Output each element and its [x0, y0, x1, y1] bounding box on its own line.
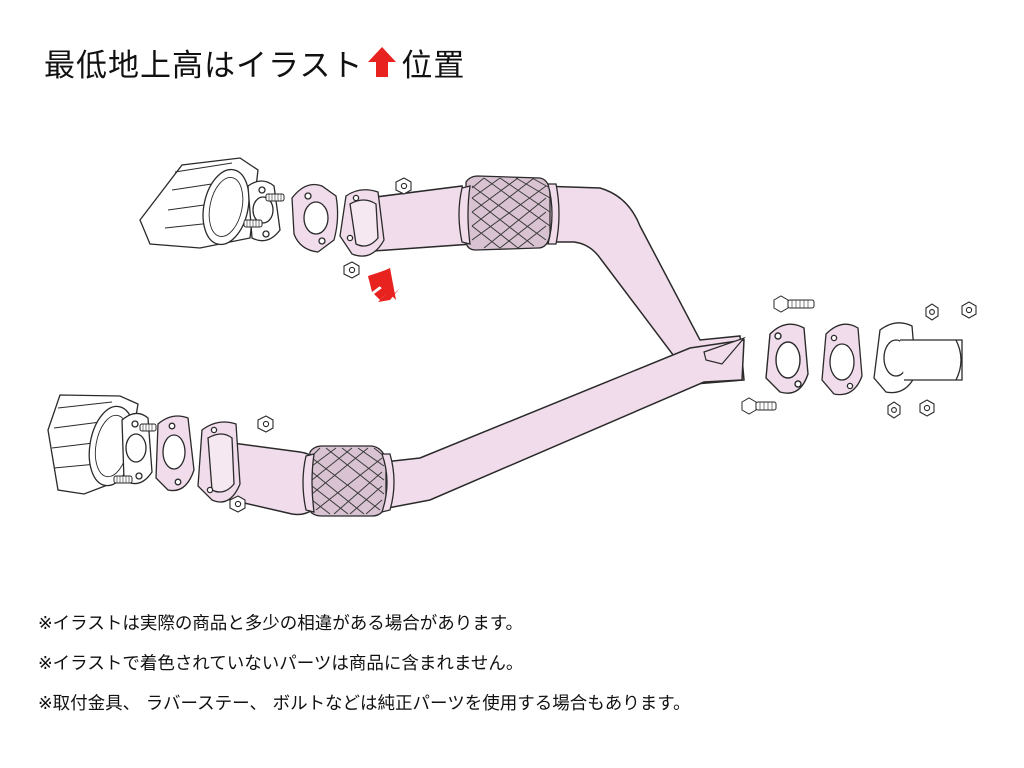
title-text-before: 最低地上高はイラスト: [44, 47, 364, 84]
red-up-arrow-icon: [367, 45, 397, 79]
upper-catalyst-pipe: [139, 157, 259, 249]
title-text-after: 位置: [401, 47, 466, 84]
note-item: ※イラストで着色されていないパーツは商品に含まれません。: [38, 654, 524, 674]
page-title: 最低地上高はイラスト 位置: [44, 40, 465, 84]
note-item: ※取付金具、 ラバーステー、 ボルトなどは純正パーツを使用する場合もあります。: [38, 694, 691, 714]
note-item: ※イラストは実際の商品と多少の相違がある場合があります。: [38, 614, 524, 634]
exhaust-front-pipe-diagram: [47, 157, 977, 517]
upper-catalyst-flange: [247, 180, 281, 242]
lower-gasket: [155, 415, 195, 492]
upper-pipe-flange: [339, 189, 385, 257]
rear-pipe: [873, 322, 963, 394]
outlet-gasket: [821, 323, 863, 396]
upper-flex-joint: [458, 175, 560, 251]
lower-pipe-flange: [197, 421, 241, 503]
lower-catalyst-pipe: [47, 394, 139, 495]
lower-flex-joint: [302, 445, 395, 517]
lower-pipe: [209, 339, 745, 516]
upper-stud-bolts: [243, 193, 285, 228]
lower-flange-nuts: [229, 415, 274, 513]
upper-flange-nuts: [343, 177, 412, 279]
outlet-bolts: [741, 295, 815, 415]
disclaimer-notes: ※イラストは実際の商品と多少の相違がある場合があります。 ※イラストで着色されて…: [38, 612, 998, 732]
upper-gasket: [291, 183, 339, 253]
outlet-flange: [765, 323, 809, 394]
lower-stud-bolts: [113, 423, 157, 484]
outlet-nuts: [887, 301, 977, 419]
y-junction-bracket: [703, 336, 746, 365]
lowest-point-arrow-icon: [368, 268, 400, 302]
